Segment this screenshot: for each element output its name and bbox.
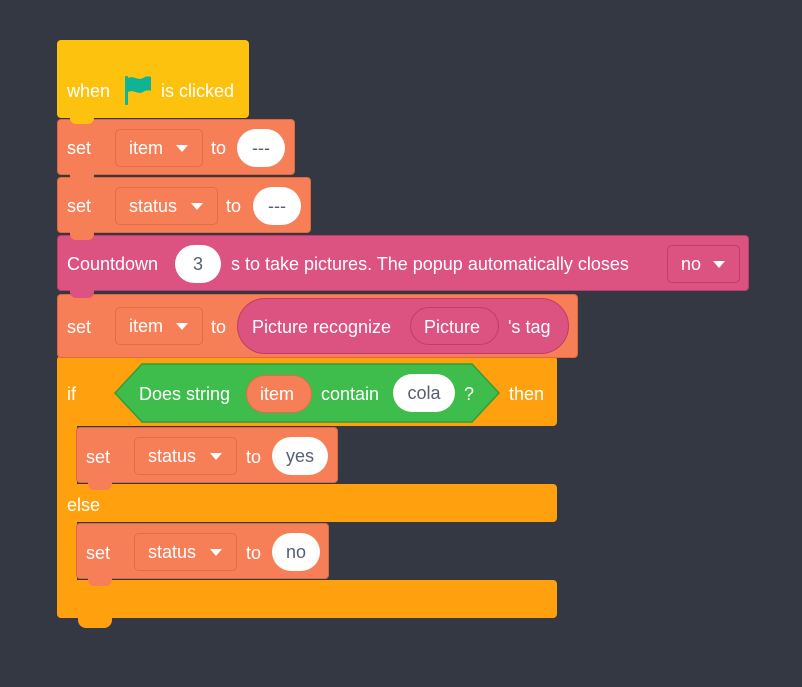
caret-down-icon (210, 453, 222, 460)
set-label: set (67, 196, 92, 216)
status-variable-dropdown[interactable]: status (134, 533, 237, 571)
to-label: to (246, 543, 262, 563)
if-else-bottom-notch (78, 616, 112, 628)
block-notch (70, 232, 94, 240)
caret-down-icon (176, 323, 188, 330)
reporter-suffix: 's tag (508, 317, 551, 337)
block-notch (88, 578, 112, 586)
if-else-arm-1 (57, 420, 77, 490)
item-value-input[interactable]: --- (237, 129, 285, 167)
to-label: to (246, 447, 262, 467)
dropdown-value: item (129, 316, 164, 336)
if-else-arm-2 (57, 518, 77, 588)
set-label: set (67, 317, 92, 337)
picture-recognize-reporter[interactable] (237, 298, 569, 354)
block-notch (70, 290, 94, 298)
else-label: else (67, 495, 101, 515)
dropdown-value: status (148, 446, 197, 466)
else-bar[interactable] (57, 484, 557, 522)
dropdown-value: status (148, 542, 197, 562)
caret-down-icon (210, 549, 222, 556)
condition-suffix: ? (464, 384, 475, 404)
item-variable-dropdown[interactable]: item (115, 129, 203, 167)
block-notch (70, 116, 94, 124)
countdown-text: s to take pictures. The popup automatica… (231, 254, 629, 274)
countdown-prefix: Countdown (67, 254, 159, 274)
set-label: set (86, 447, 111, 467)
condition-prefix: Does string (139, 384, 231, 404)
block-notch (88, 482, 112, 490)
popup-close-dropdown[interactable]: no (667, 245, 740, 283)
set-label: set (67, 138, 92, 158)
to-label: to (226, 196, 242, 216)
yes-value-input[interactable]: yes (272, 437, 328, 475)
if-else-footer (57, 580, 557, 618)
status-variable-dropdown[interactable]: status (134, 437, 237, 475)
condition-middle: contain (321, 384, 380, 404)
when-flag-clicked-block[interactable] (57, 40, 249, 118)
to-label: to (211, 317, 227, 337)
item-variable-label: item (260, 384, 295, 404)
picture-dropdown-label: Picture (424, 317, 481, 337)
green-flag-icon (125, 76, 151, 105)
clicked-label: is clicked (161, 81, 235, 101)
countdown-picture-block[interactable] (57, 235, 749, 291)
then-label: then (509, 384, 545, 404)
no-value-input[interactable]: no (272, 533, 320, 571)
caret-down-icon (713, 261, 725, 268)
contain-value-input[interactable]: cola (393, 374, 455, 412)
status-variable-dropdown[interactable]: status (115, 187, 218, 225)
dropdown-value: item (129, 138, 164, 158)
caret-down-icon (191, 203, 203, 210)
to-label: to (211, 138, 227, 158)
picture-dropdown[interactable] (410, 307, 499, 345)
countdown-seconds-input[interactable]: 3 (175, 245, 221, 283)
block-notch (70, 174, 94, 182)
if-label: if (67, 384, 76, 404)
dropdown-value: no (681, 254, 702, 274)
set-label: set (86, 543, 111, 563)
dropdown-value: status (129, 196, 178, 216)
status-value-input[interactable]: --- (253, 187, 301, 225)
when-label: when (67, 81, 111, 101)
item-variable-reporter[interactable] (246, 375, 312, 413)
reporter-label: Picture recognize (252, 317, 392, 337)
caret-down-icon (176, 145, 188, 152)
item-variable-dropdown[interactable]: item (115, 307, 203, 345)
